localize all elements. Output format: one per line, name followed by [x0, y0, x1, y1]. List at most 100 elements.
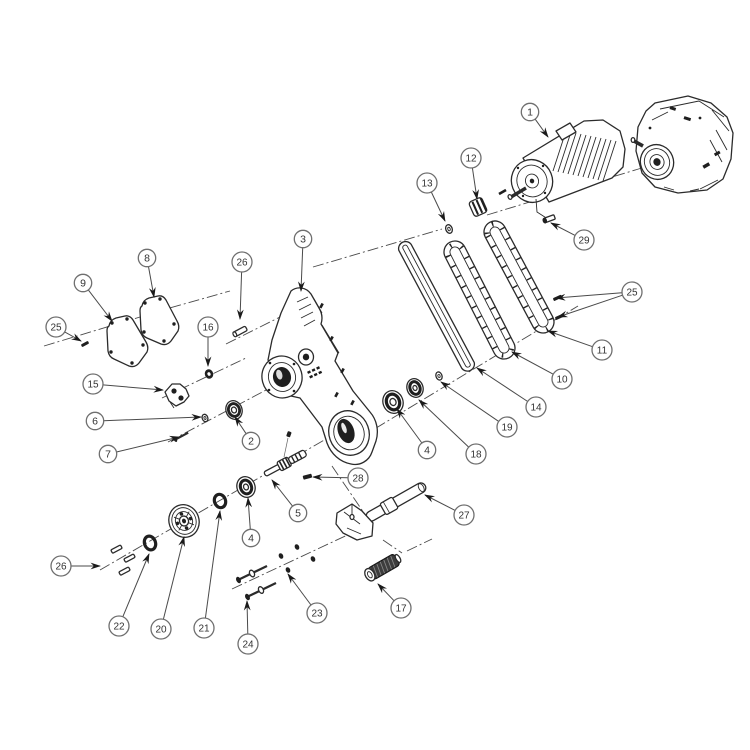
callout-9: 9	[73, 273, 113, 322]
set-screw-left	[81, 341, 89, 347]
callout-18: 18	[418, 399, 487, 465]
tension-bracket	[164, 383, 190, 407]
balloon-number-19: 19	[501, 423, 513, 434]
balloon-18	[465, 443, 487, 465]
shaft-key	[498, 188, 507, 196]
spindle-pulley	[168, 504, 200, 538]
callout-1: 1	[520, 102, 549, 138]
leader-line-6	[103, 413, 202, 422]
balloon-17	[390, 597, 412, 619]
balloon-number-8: 8	[144, 253, 150, 265]
leader-line-26	[236, 271, 244, 320]
gearbox-pulley	[639, 143, 675, 181]
callout-19: 19	[440, 381, 518, 438]
callout-20: 20	[150, 536, 185, 640]
leader-line-1	[534, 118, 549, 138]
leader-line-15	[102, 384, 164, 393]
leader-line-11	[547, 330, 593, 348]
balloon-4	[241, 528, 261, 548]
leader-line-2	[234, 416, 247, 435]
balloon-8	[137, 248, 157, 268]
motor-mount-bolt	[535, 198, 556, 224]
motor-shaft	[510, 186, 527, 199]
balloon-1	[520, 102, 540, 122]
balloon-2	[241, 431, 261, 451]
leader-line-28	[312, 473, 349, 481]
callout-21: 21	[193, 510, 223, 639]
small-upper-fasteners	[81, 294, 564, 442]
leader-line-12	[471, 167, 479, 200]
leader-line-25	[555, 292, 623, 301]
gearbox-illustration	[630, 95, 734, 194]
balloon-25	[621, 281, 643, 303]
callout-5: 5	[271, 479, 308, 523]
callout-27: 27	[424, 494, 475, 526]
leader-line-20	[162, 536, 185, 620]
balloon-number-3: 3	[300, 234, 306, 246]
balloon-20	[150, 618, 172, 640]
set-screw-top	[286, 431, 292, 438]
balloon-number-16: 16	[202, 323, 214, 334]
balloon-number-22: 22	[113, 622, 125, 633]
callout-26: 26	[231, 251, 253, 320]
balloon-23	[306, 602, 328, 624]
callout-12: 12	[460, 147, 482, 200]
o-ring-22	[142, 534, 158, 552]
leader-line-4	[245, 497, 253, 530]
leader-line-21	[204, 510, 223, 619]
callout-24: 24	[237, 600, 259, 655]
balloon-27	[453, 504, 475, 526]
o-ring-21	[212, 492, 228, 510]
balloon-15	[82, 373, 104, 395]
balloon-number-7: 7	[105, 449, 111, 461]
balloon-number-12: 12	[465, 154, 477, 165]
balloon-9	[73, 273, 93, 293]
balloon-21	[193, 617, 215, 639]
balloon-26	[50, 555, 72, 577]
balloon-number-21: 21	[198, 624, 210, 635]
leader-line-10	[511, 351, 554, 375]
callout-25: 25	[555, 281, 643, 318]
balloon-28	[347, 467, 369, 489]
callout-17: 17	[377, 583, 412, 619]
leader-line-7	[116, 435, 180, 453]
balloon-number-2: 2	[248, 436, 254, 448]
balloon-29	[573, 229, 595, 251]
balloon-number-27: 27	[458, 511, 470, 522]
balloon-number-23: 23	[311, 609, 323, 620]
callout-14: 14	[476, 367, 547, 418]
callout-4: 4	[241, 497, 261, 548]
tensioner-clamp-block	[335, 503, 374, 541]
bottom-fasteners	[236, 544, 316, 601]
callout-23: 23	[287, 573, 328, 624]
balloon-6	[85, 411, 105, 431]
leader-line-5	[271, 479, 293, 507]
balloon-number-26: 26	[236, 258, 248, 269]
leader-line-17	[377, 583, 395, 602]
balloon-number-13: 13	[421, 179, 433, 190]
callout-4: 4	[396, 408, 437, 460]
balloon-number-17: 17	[395, 604, 407, 615]
spindle-stack	[110, 431, 313, 576]
idler-washer	[444, 224, 454, 234]
balloon-number-4: 4	[424, 445, 430, 457]
callout-25: 25	[45, 316, 82, 342]
pivot-pin	[232, 325, 248, 338]
balloon-number-25: 25	[50, 323, 62, 334]
idler-pulley	[444, 197, 488, 234]
leader-line-24	[243, 600, 251, 635]
callout-13: 13	[416, 172, 446, 222]
leader-line-18	[418, 399, 470, 448]
balloon-number-6: 6	[92, 416, 98, 428]
callout-28: 28	[312, 467, 369, 489]
balloon-number-14: 14	[530, 403, 542, 414]
balloon-13	[416, 172, 438, 194]
balloon-number-20: 20	[155, 625, 167, 636]
leader-line-19	[440, 381, 499, 422]
callout-2: 2	[234, 416, 261, 451]
balloon-number-11: 11	[597, 346, 608, 357]
balloon-number-15: 15	[87, 380, 99, 391]
